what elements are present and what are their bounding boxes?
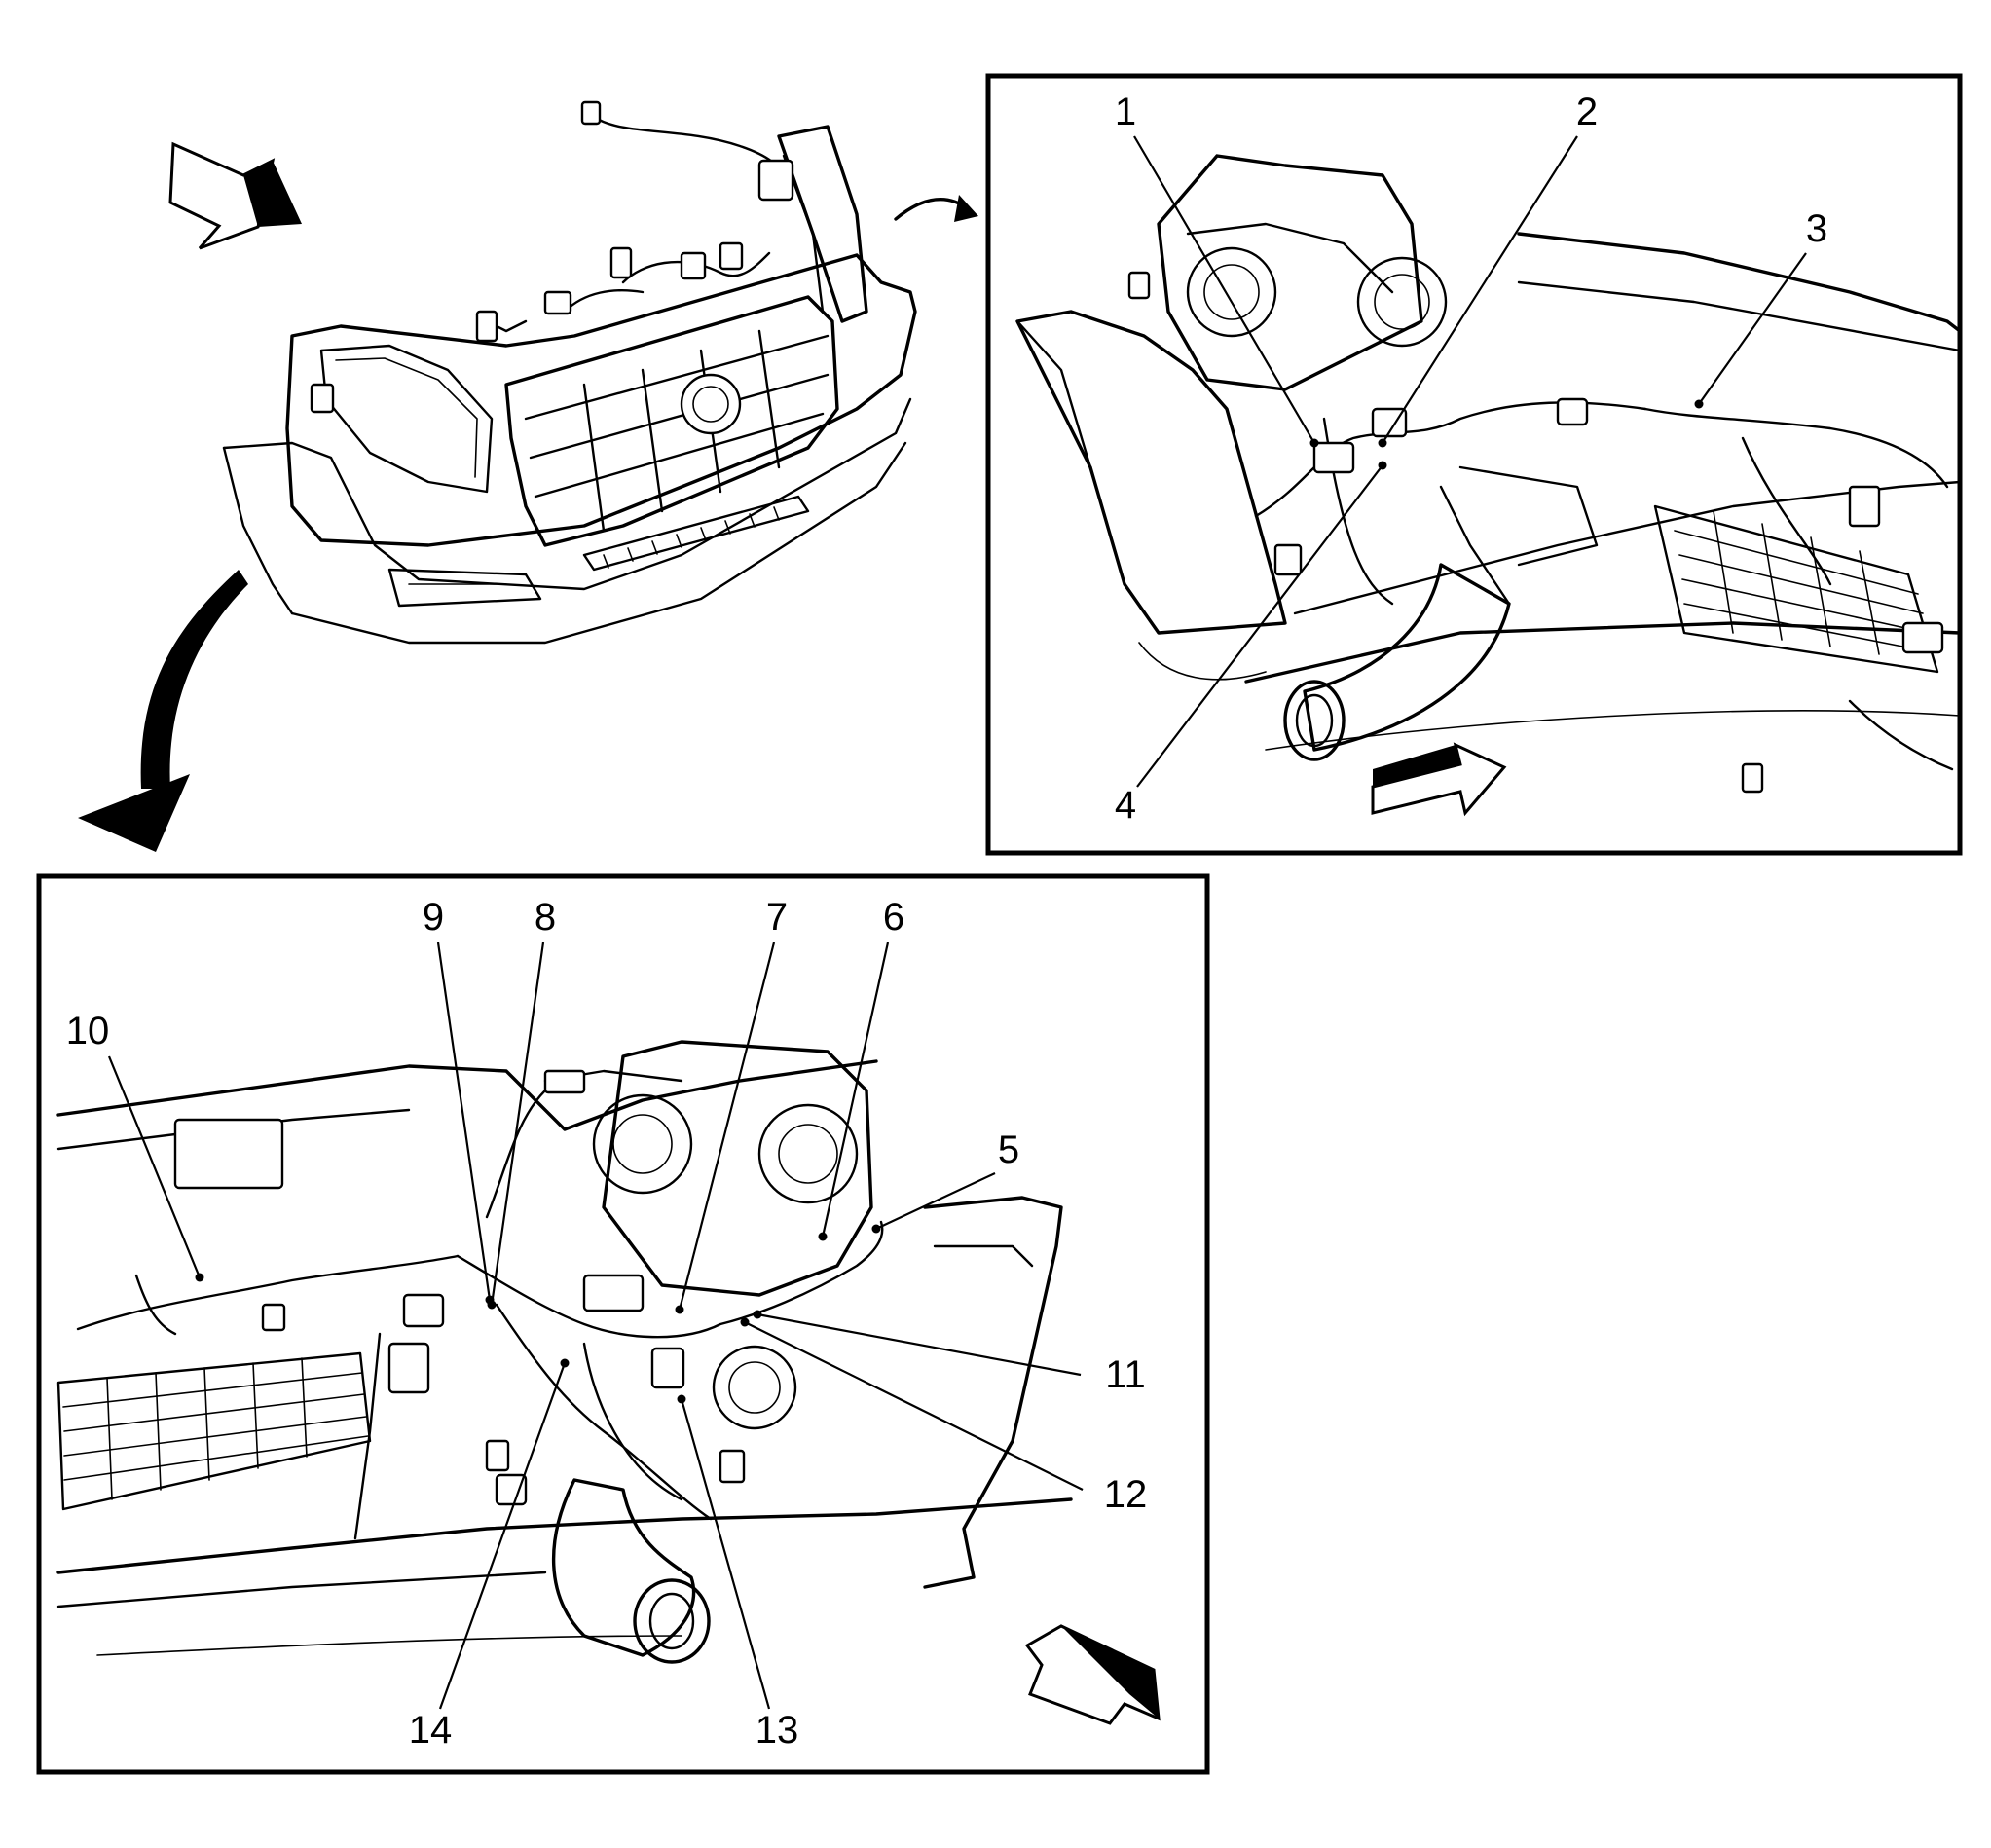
callout-point-4 — [1378, 461, 1387, 470]
callout-leader-11 — [756, 1312, 1082, 1377]
callout-leader-14 — [438, 1362, 567, 1710]
callout-point-3 — [1694, 399, 1704, 409]
view-direction-arrow-upper — [1371, 742, 1507, 817]
detail-view-lower — [36, 873, 1210, 1775]
callout-label-14: 14 — [409, 1709, 453, 1752]
view-direction-arrow-lower — [1024, 1624, 1161, 1725]
callout-point-6 — [818, 1232, 828, 1241]
callout-leader-7 — [678, 942, 776, 1311]
detail-frame-lower — [36, 873, 1210, 1775]
callout-label-6: 6 — [883, 896, 904, 939]
callout-leader-13 — [680, 1398, 771, 1710]
callout-label-11: 11 — [1105, 1353, 1146, 1396]
callout-leader-8 — [490, 942, 545, 1306]
callout-point-9 — [485, 1295, 495, 1305]
callout-leader-4 — [1136, 464, 1383, 788]
callout-point-12 — [740, 1317, 750, 1327]
callout-leader-2 — [1382, 135, 1578, 444]
callout-leader-6 — [821, 942, 890, 1238]
callout-leader-12 — [744, 1321, 1084, 1491]
callout-point-13 — [677, 1394, 686, 1404]
callout-label-12: 12 — [1104, 1473, 1148, 1516]
callout-label-8: 8 — [535, 896, 556, 939]
callout-label-3: 3 — [1806, 207, 1827, 250]
callout-point-11 — [753, 1310, 762, 1319]
callout-label-10: 10 — [66, 1010, 110, 1053]
detail-frame-upper — [985, 73, 1963, 856]
callout-point-10 — [195, 1273, 204, 1282]
callout-label-5: 5 — [998, 1128, 1019, 1171]
callout-point-14 — [560, 1358, 570, 1368]
callout-label-7: 7 — [766, 896, 788, 939]
callout-leader-5 — [875, 1172, 996, 1230]
callout-point-7 — [675, 1305, 684, 1314]
callout-label-9: 9 — [423, 896, 444, 939]
callout-point-2 — [1378, 438, 1387, 448]
callout-leader-10 — [107, 1055, 202, 1278]
callout-point-1 — [1309, 438, 1319, 448]
callout-label-1: 1 — [1115, 91, 1136, 133]
callout-point-5 — [871, 1224, 881, 1234]
callout-leader-3 — [1698, 252, 1807, 405]
callout-label-4: 4 — [1115, 784, 1136, 827]
callout-label-2: 2 — [1576, 91, 1598, 133]
callout-leader-9 — [436, 942, 492, 1301]
view-direction-arrow-overview — [168, 141, 302, 250]
overview-front-fascia — [78, 100, 978, 852]
detail-view-upper — [985, 73, 1963, 856]
callout-leader-1 — [1133, 135, 1315, 444]
callout-label-13: 13 — [756, 1709, 799, 1752]
